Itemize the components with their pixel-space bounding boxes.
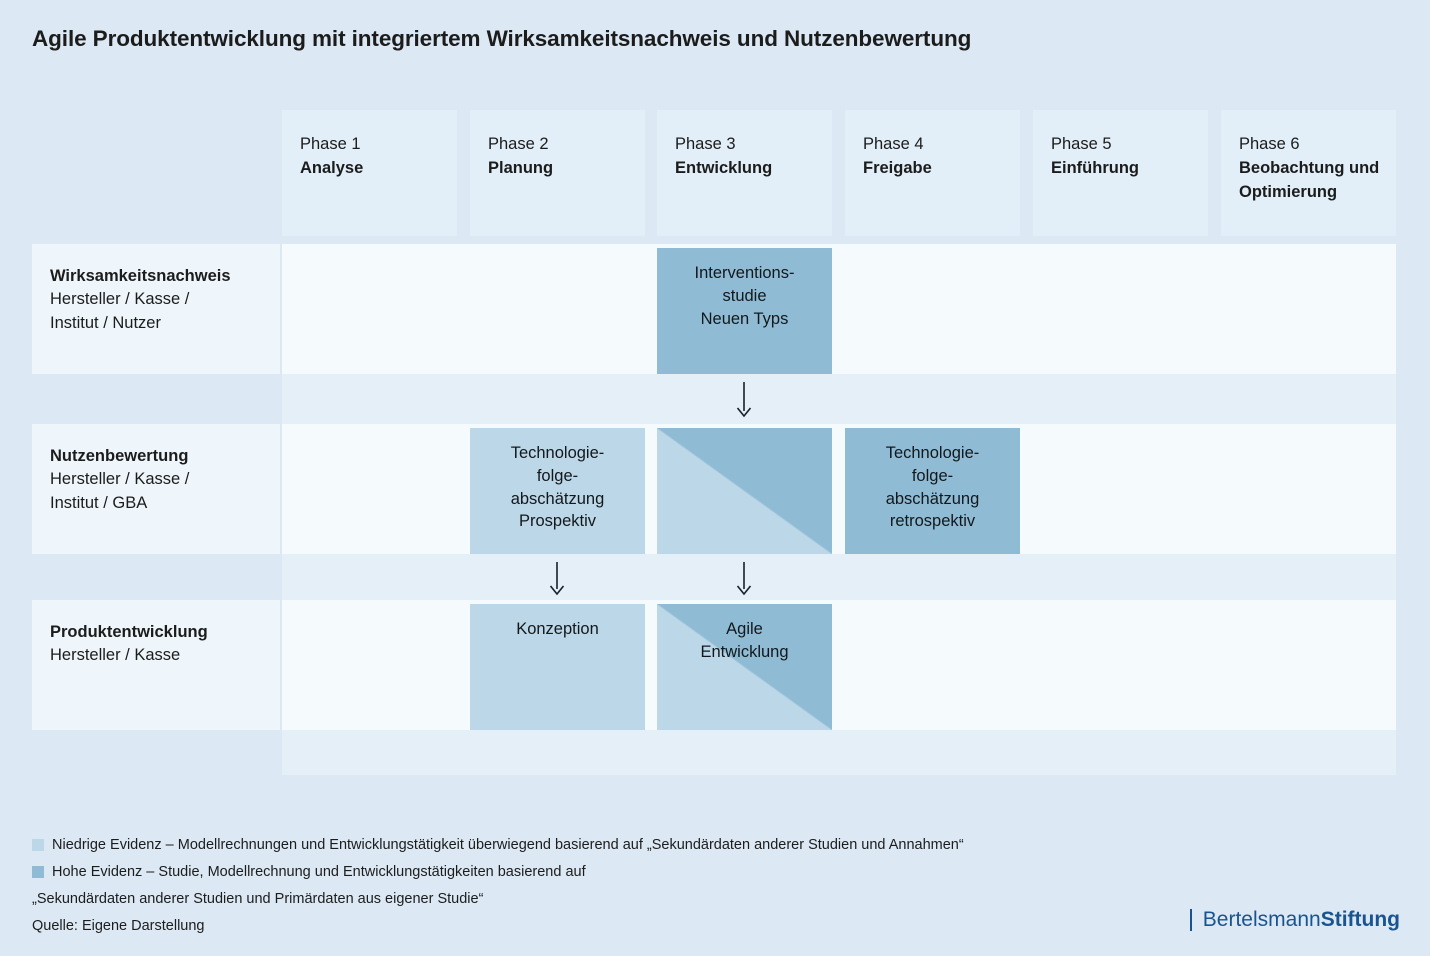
logo-text-bertelsmann: Bertelsmann bbox=[1202, 908, 1321, 931]
arrow-down-icon bbox=[735, 382, 753, 418]
cell-label: Interventions- studie Neuen Typs bbox=[694, 264, 795, 328]
row-band-2 bbox=[282, 424, 1396, 554]
cell-interventionsstudie[interactable]: Interventions- studie Neuen Typs bbox=[657, 248, 832, 374]
column-header-name-label: Planung bbox=[488, 159, 554, 178]
column-header-phase-label: Phase 6 bbox=[1239, 135, 1300, 153]
row-label-subtitle: Hersteller / Kasse / Institut / Nutzer bbox=[50, 290, 190, 332]
legend-label-high: Hohe Evidenz – Studie, Modellrechnung un… bbox=[52, 864, 586, 881]
row-band-1 bbox=[282, 244, 1396, 374]
cell-konzeption[interactable]: Konzeption bbox=[470, 604, 645, 730]
gap-band-2 bbox=[282, 554, 1396, 600]
cell-label: Technologie- folge- abschätzung retrospe… bbox=[885, 444, 980, 531]
bertelsmann-stiftung-logo: Bertelsmann Stiftung bbox=[1189, 908, 1400, 932]
column-header-phase-3: Phase 3 Entwicklung bbox=[657, 110, 832, 236]
column-header-name-label: Entwicklung bbox=[675, 159, 773, 178]
cell-label: Agile Entwicklung bbox=[700, 620, 789, 661]
cell-technologiefolgeabschaetzung-prospektiv[interactable]: Technologie- folge- abschätzung Prospekt… bbox=[470, 428, 645, 554]
column-header-phase-label: Phase 5 bbox=[1051, 135, 1112, 153]
row-label-title: Nutzenbewertung bbox=[50, 447, 189, 465]
column-header-phase-label: Phase 2 bbox=[488, 135, 549, 153]
cell-label: Konzeption bbox=[516, 620, 599, 638]
cell-label: Technologie- folge- abschätzung Prospekt… bbox=[510, 444, 605, 531]
row-label-subtitle: Hersteller / Kasse bbox=[50, 646, 181, 665]
column-header-phase-4: Phase 4 Freigabe bbox=[845, 110, 1020, 236]
column-header-phase-label: Phase 3 bbox=[675, 135, 736, 153]
source-note: Quelle: Eigene Darstellung bbox=[32, 918, 205, 935]
column-header-phase-2: Phase 2 Planung bbox=[470, 110, 645, 236]
row-label-produktentwicklung: Produktentwicklung Hersteller / Kasse bbox=[32, 600, 280, 730]
gap-band-1 bbox=[282, 374, 1396, 424]
column-header-phase-5: Phase 5 Einführung bbox=[1033, 110, 1208, 236]
legend-item-low-evidence: Niedrige Evidenz – Modellrechnungen und … bbox=[32, 836, 1212, 854]
column-header-phase-label: Phase 1 bbox=[300, 135, 361, 153]
phase-matrix: Phase 1 Analyse Phase 2 Planung Phase 3 … bbox=[0, 110, 1430, 775]
legend-item-high-evidence: Hohe Evidenz – Studie, Modellrechnung un… bbox=[32, 863, 1212, 881]
cell-phase3-nutzenbewertung-split[interactable] bbox=[657, 428, 832, 554]
legend-swatch-low-icon bbox=[32, 839, 44, 851]
column-header-phase-label: Phase 4 bbox=[863, 135, 924, 153]
logo-text-stiftung: Stiftung bbox=[1320, 908, 1400, 931]
arrow-down-icon bbox=[548, 562, 566, 596]
row-label-wirksamkeitsnachweis: Wirksamkeitsnachweis Hersteller / Kasse … bbox=[32, 244, 280, 374]
row-band-3 bbox=[282, 600, 1396, 730]
legend-label-high-continued: „Sekundärdaten anderer Studien und Primä… bbox=[32, 891, 484, 908]
row-label-title: Wirksamkeitsnachweis bbox=[50, 267, 231, 285]
cell-agile-entwicklung[interactable]: Agile Entwicklung bbox=[657, 604, 832, 730]
row-label-nutzenbewertung: Nutzenbewertung Hersteller / Kasse / Ins… bbox=[32, 424, 280, 554]
legend-swatch-high-icon bbox=[32, 866, 44, 879]
row-label-subtitle: Hersteller / Kasse / Institut / GBA bbox=[50, 470, 190, 512]
column-header-name-label: Freigabe bbox=[863, 159, 932, 178]
row-label-title: Produktentwicklung bbox=[50, 623, 208, 641]
column-header-name-label: Analyse bbox=[300, 159, 364, 178]
column-header-phase-1: Phase 1 Analyse bbox=[282, 110, 457, 236]
legend: Niedrige Evidenz – Modellrechnungen und … bbox=[32, 836, 1212, 936]
legend-label-low: Niedrige Evidenz – Modellrechnungen und … bbox=[52, 837, 964, 853]
column-header-name-label: Beobachtung und Optimierung bbox=[1239, 159, 1380, 202]
column-header-phase-6: Phase 6 Beobachtung und Optimierung bbox=[1221, 110, 1396, 236]
logo-bar-icon bbox=[1189, 909, 1192, 931]
page-title: Agile Produktentwicklung mit integrierte… bbox=[32, 26, 972, 51]
cell-technologiefolgeabschaetzung-retrospektiv[interactable]: Technologie- folge- abschätzung retrospe… bbox=[845, 428, 1020, 554]
arrow-down-icon bbox=[735, 562, 753, 596]
gap-band-3 bbox=[282, 730, 1396, 775]
column-header-name-label: Einführung bbox=[1051, 159, 1139, 178]
